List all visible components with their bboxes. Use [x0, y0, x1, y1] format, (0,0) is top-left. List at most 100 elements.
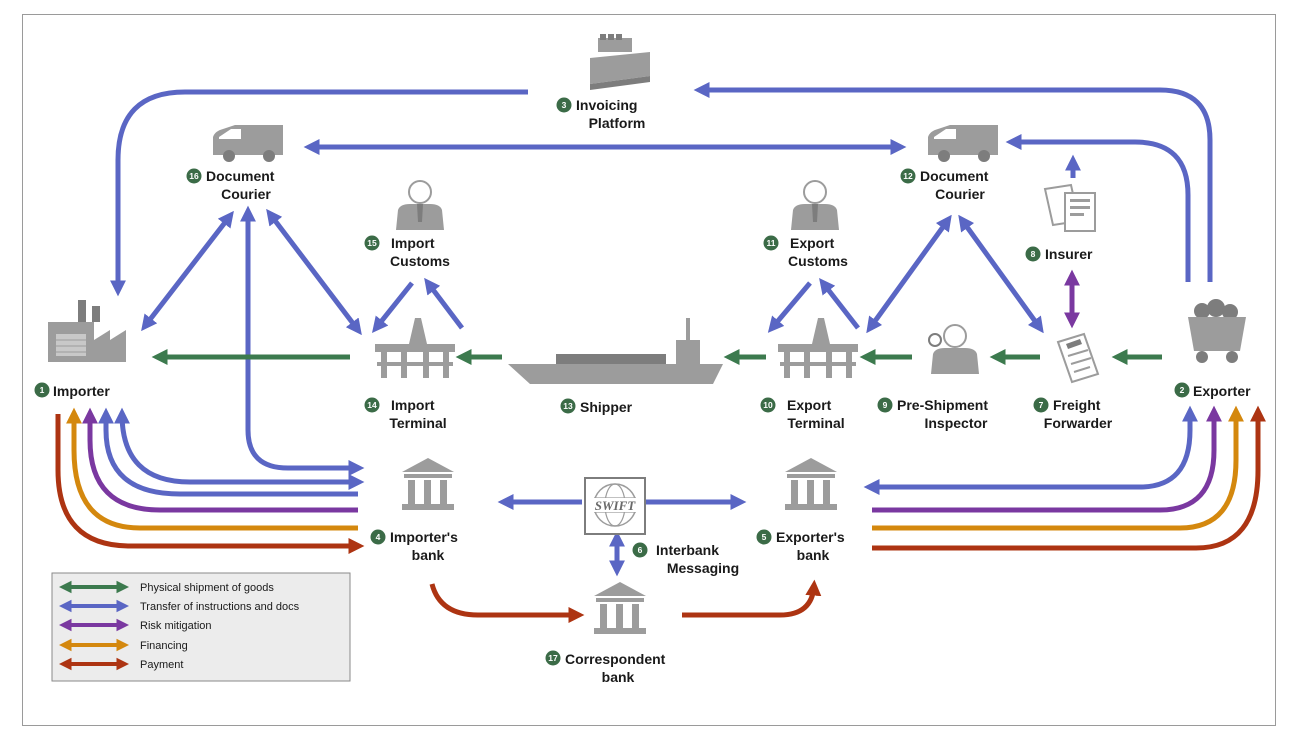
step-badge: [545, 650, 561, 666]
arrow-importer-bank-financing: [65, 407, 358, 531]
terminal-rig-icon: [375, 318, 455, 378]
arrow-import-courier-bank: [239, 205, 365, 477]
node-label-export-terminal: Export: [787, 397, 832, 413]
ore-cart-icon: [1188, 299, 1246, 363]
legend-item: Financing: [58, 638, 188, 652]
node-label-export-customs: Export: [790, 235, 835, 251]
arrow-export-courier-terminal: [866, 214, 952, 334]
step-badge: [364, 235, 380, 251]
arrow-import-terminal-to-customs: [424, 277, 464, 330]
step-number: 2: [1180, 385, 1185, 395]
factory-icon: [48, 300, 126, 362]
node-label-export-terminal-line2: Terminal: [787, 415, 844, 431]
node-labels: 1 Importer 2 Exporter 3 Invoicing Platfo…: [34, 97, 1251, 685]
inspector-icon: [928, 324, 979, 374]
node-label-correspondent-line2: bank: [602, 669, 635, 685]
step-number: 9: [883, 400, 888, 410]
arrow-export-courier-forwarder: [958, 214, 1044, 334]
step-badge: [760, 397, 776, 413]
legend-label: Transfer of instructions and docs: [140, 601, 300, 613]
legend: Physical shipment of goods Transfer of i…: [51, 572, 351, 682]
step-badge: [1025, 246, 1041, 262]
swift-logo-text: SWIFT: [595, 498, 637, 513]
legend-label: Financing: [140, 640, 188, 652]
step-number: 17: [548, 653, 558, 663]
legend-label: Risk mitigation: [140, 620, 212, 632]
step-badge: [556, 97, 572, 113]
arrow-importer-bank-docs-2: [97, 407, 358, 497]
customs-officer-icon: [396, 180, 444, 230]
swift-network-icon: SWIFT: [584, 477, 646, 535]
legend-item: Transfer of instructions and docs: [58, 599, 300, 613]
node-label-import-customs-line2: Customs: [390, 253, 450, 269]
step-number: 4: [376, 532, 381, 542]
node-label-exporter: Exporter: [1193, 383, 1251, 399]
node-label-exporters-bank-line2: bank: [797, 547, 830, 563]
step-number: 10: [763, 400, 773, 410]
bank-icon: [594, 582, 646, 634]
legend-label: Physical shipment of goods: [140, 582, 274, 594]
step-badge: [900, 168, 916, 184]
insurance-documents-icon: [1043, 183, 1096, 232]
node-label-courier-export-line2: Courier: [935, 186, 985, 202]
arrow-import-courier-importer: [141, 210, 234, 332]
van-icon: [928, 125, 998, 162]
arrow-importer-to-bank-payment: [55, 414, 365, 555]
node-label-freight-line2: Forwarder: [1044, 415, 1113, 431]
node-label-importers-bank: Importer's: [390, 529, 458, 545]
step-badge: [1033, 397, 1049, 413]
bank-icon: [785, 458, 837, 510]
arrow-exporter-bank-risk: [872, 405, 1223, 513]
step-number: 15: [367, 238, 377, 248]
legend-label: Payment: [140, 659, 183, 671]
diagram-frame: [22, 14, 1276, 726]
node-label-importers-bank-line2: bank: [412, 547, 445, 563]
step-number: 8: [1031, 249, 1036, 259]
step-badge: [560, 398, 576, 414]
step-number: 12: [903, 171, 913, 181]
node-label-invoicing-line2: Platform: [589, 115, 646, 131]
node-label-interbank-line2: Messaging: [667, 560, 739, 576]
arrow-correspondent-to-exporter-bank: [682, 579, 822, 618]
arrow-export-terminal-to-customs: [819, 277, 860, 330]
step-badge: [1174, 382, 1190, 398]
step-badge: [877, 397, 893, 413]
node-label-import-terminal: Import: [391, 397, 435, 413]
step-badge: [763, 235, 779, 251]
node-label-courier-import: Document: [206, 168, 275, 184]
arrow-import-courier-terminal: [266, 208, 362, 336]
node-label-courier-export: Document: [920, 168, 989, 184]
step-badge: [34, 382, 50, 398]
node-label-shipper: Shipper: [580, 399, 633, 415]
arrow-exporter-to-courier: [1005, 133, 1191, 282]
node-label-interbank: Interbank: [656, 542, 719, 558]
step-number: 3: [562, 100, 567, 110]
arrow-import-customs-to-terminal: [372, 281, 414, 333]
node-label-import-terminal-line2: Terminal: [389, 415, 446, 431]
node-label-inspector-line2: Inspector: [924, 415, 988, 431]
step-number: 16: [189, 171, 199, 181]
step-badge: [186, 168, 202, 184]
node-label-import-customs: Import: [391, 235, 435, 251]
bank-icon: [402, 458, 454, 510]
node-label-correspondent: Correspondent: [565, 651, 666, 667]
arrow-exporter-bank-financing: [872, 405, 1245, 531]
step-number: 14: [367, 400, 377, 410]
step-badge: [632, 542, 648, 558]
node-label-freight: Freight: [1053, 397, 1101, 413]
legend-item: Risk mitigation: [58, 618, 212, 632]
terminal-rig-icon: [778, 318, 858, 378]
step-badge: [756, 529, 772, 545]
node-label-importer: Importer: [53, 383, 110, 399]
node-label-inspector: Pre-Shipment: [897, 397, 988, 413]
cargo-ship-icon: [508, 318, 723, 384]
node-label-exporters-bank: Exporter's: [776, 529, 845, 545]
customs-officer-icon: [791, 180, 839, 230]
cash-register-icon: [590, 34, 650, 90]
arrow-exporter-bank-payment: [872, 405, 1267, 551]
legend-item: Payment: [58, 657, 183, 671]
arrow-invoicing-to-importer: [109, 89, 528, 297]
node-label-export-customs-line2: Customs: [788, 253, 848, 269]
